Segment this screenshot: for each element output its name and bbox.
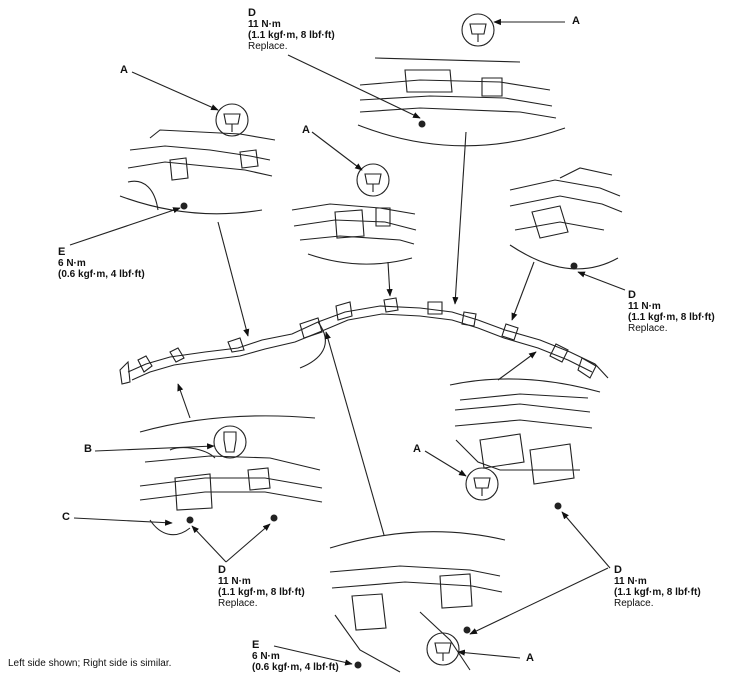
figure-caption: Left side shown; Right side is similar.	[8, 658, 172, 669]
callout-c: C	[62, 511, 70, 523]
bolt-e-bottom-icon	[354, 661, 362, 669]
detail-right	[509, 167, 623, 270]
clip-a-left-icon	[215, 103, 249, 137]
bolt-d-bottom-icon	[463, 626, 471, 634]
callout-d-top: D 11 N·m (1.1 kgf·m, 8 lbf·ft) Replace.	[248, 7, 335, 53]
bolt-d-lower-right-icon	[554, 502, 562, 510]
connection-arrows	[177, 131, 537, 536]
detail-bottom	[329, 531, 506, 673]
callout-a-mid: A	[302, 124, 310, 136]
callout-d-lower-right: D 11 N·m (1.1 kgf·m, 8 lbf·ft) Replace.	[614, 564, 701, 610]
callout-e-bottom: E 6 N·m (0.6 kgf·m, 4 lbf·ft)	[252, 639, 339, 674]
clip-a-top-right-icon	[461, 13, 495, 47]
bolt-e-left-icon	[180, 202, 188, 210]
main-harness-bracket	[119, 297, 609, 385]
callout-d-lower-left: D 11 N·m (1.1 kgf·m, 8 lbf·ft) Replace.	[218, 564, 305, 610]
callout-d-right: D 11 N·m (1.1 kgf·m, 8 lbf·ft) Replace.	[628, 289, 715, 335]
clip-a-bottom-icon	[426, 632, 460, 666]
bolts	[180, 120, 578, 669]
detail-top-left	[119, 129, 276, 215]
clip-a-lower-right-icon	[465, 467, 499, 501]
callout-a-left: A	[120, 64, 128, 76]
clip-a-mid-icon	[356, 163, 390, 197]
detail-top-center	[357, 57, 566, 147]
callout-e-left: E 6 N·m (0.6 kgf·m, 4 lbf·ft)	[58, 246, 145, 281]
detail-lower-right	[449, 378, 601, 485]
callout-a-lower-right: A	[413, 443, 421, 455]
bolt-d-top-icon	[418, 120, 426, 128]
callout-b: B	[84, 443, 92, 455]
bolt-d-lower-left-b-icon	[270, 514, 278, 522]
callout-a-bottom: A	[526, 652, 534, 664]
clip-b-icon	[213, 425, 247, 459]
bolt-d-lower-left-a-icon	[186, 516, 194, 524]
detail-lower-left	[139, 415, 323, 536]
bolt-d-right-icon	[570, 262, 578, 270]
leader-arrows	[69, 18, 626, 666]
callout-a-top-right: A	[572, 15, 580, 27]
detail-center	[291, 203, 417, 265]
